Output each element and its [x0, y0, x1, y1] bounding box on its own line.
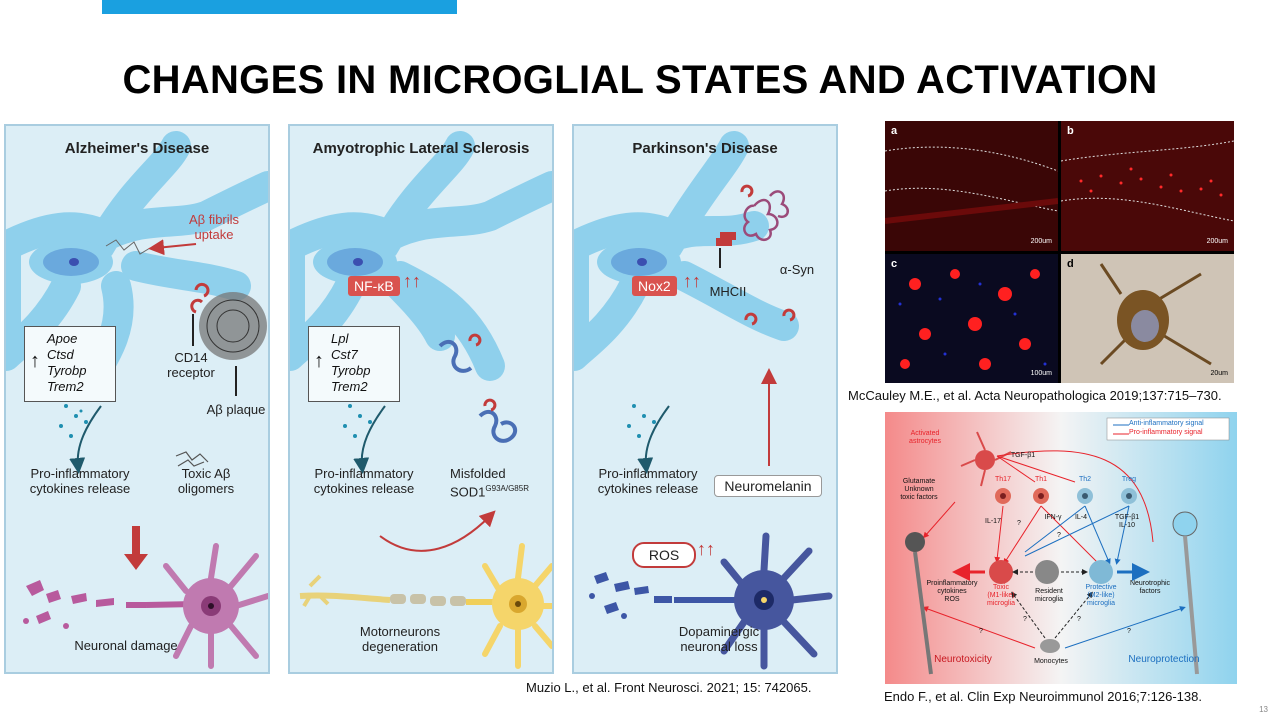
citation-endo: Endo F., et al. Clin Exp Neuroimmunol 20… — [884, 689, 1202, 704]
ros-badge: ROS — [632, 542, 696, 568]
label-cytokines-als: Pro-inflammatory cytokines release — [313, 466, 415, 496]
label-tgf-b1: TGF-β1 — [1010, 452, 1036, 459]
histology-tag: d — [1067, 258, 1074, 270]
legend-pro-inflammatory: Pro-inflammatory signal — [1129, 429, 1203, 436]
label-activated-astrocytes: Activated astrocytes — [909, 430, 941, 445]
label-motorneurons: Motorneurons degeneration — [359, 624, 441, 654]
histology-panel-a: a 200um — [885, 121, 1058, 251]
label-il4: IL-4 — [1074, 514, 1088, 521]
panel-title-parkinsons: Parkinson's Disease — [632, 140, 778, 157]
citation-mccauley: McCauley M.E., et al. Acta Neuropatholog… — [848, 388, 1222, 403]
label-dopaminergic-loss: Dopaminergic neuronal loss — [678, 624, 760, 654]
label-il17: IL-17 — [985, 518, 1001, 525]
label-question: ? — [1127, 628, 1131, 635]
label-tgf-il10: TGF-β1 IL-10 — [1114, 514, 1140, 529]
histology-tag: a — [891, 125, 898, 137]
gene-label: Apoe — [47, 331, 78, 346]
label-toxic-microglia: Toxic (M1-like) microglia — [986, 584, 1015, 607]
histology-panel-b: b 200um — [1061, 121, 1234, 251]
label-sod1: SOD1G93A/G85R — [450, 481, 540, 499]
panel-als: Amyotrophic Lateral Sclerosis NF-κB ↑↑ ↑… — [288, 124, 554, 674]
scale-bar-label: 100um — [1030, 370, 1052, 377]
up-arrows-icon: ↑↑ — [683, 271, 701, 291]
nox2-badge: Nox2 — [632, 276, 677, 296]
histology-panel-d: d 20um — [1061, 254, 1234, 383]
neuromelanin-box: Neuromelanin — [714, 475, 822, 497]
gene-label: Ctsd — [47, 347, 74, 362]
alzheimers-illustration — [6, 131, 268, 669]
histology-panel-c: c 100um — [885, 254, 1058, 383]
gene-label: Tyrobp — [47, 363, 87, 378]
gene-box-als: ↑ Lpl Cst7 Tyrobp Trem2 — [308, 326, 400, 402]
label-th2: Th2 — [1078, 476, 1092, 483]
label-misfolded-sod1: Misfolded SOD1G93A/G85R — [450, 466, 540, 499]
histology-tag: b — [1067, 125, 1074, 137]
label-neurotoxicity: Neurotoxicity — [934, 654, 992, 665]
legend-anti-inflammatory: Anti-inflammatory signal — [1129, 420, 1204, 427]
label-toxic-oligomers: Toxic Aβ oligomers — [177, 466, 235, 496]
scale-bar-label: 200um — [1030, 238, 1052, 245]
label-ab-fibrils: Aβ fibrils uptake — [188, 212, 240, 242]
page-number: 13 — [1259, 705, 1268, 714]
panel-title-als: Amyotrophic Lateral Sclerosis — [312, 140, 530, 157]
up-arrows-icon: ↑↑ — [403, 271, 421, 291]
label-ab-plaque: Aβ plaque — [206, 402, 266, 417]
label-ifn-gamma: IFN-γ — [1044, 514, 1062, 521]
label-cytokines-pd: Pro-inflammatory cytokines release — [597, 466, 699, 496]
label-question: ? — [979, 628, 983, 635]
nfkb-badge: NF-κB — [348, 276, 400, 296]
gene-label: Trem2 — [331, 379, 368, 394]
label-question: ? — [1057, 532, 1061, 539]
up-arrow-icon: ↑ — [30, 350, 40, 372]
label-question: ? — [1077, 616, 1081, 623]
label-neuronal-damage: Neuronal damage — [74, 638, 178, 653]
label-mhcii: MHCII — [709, 284, 747, 299]
microglia-pathway-diagram: Anti-inflammatory signal Pro-inflammator… — [885, 412, 1237, 684]
up-arrow-icon: ↑ — [314, 350, 324, 372]
label-question: ? — [1017, 520, 1021, 527]
label-monocytes: Monocytes — [1034, 658, 1068, 665]
label-cytokines-ad: Pro-inflammatory cytokines release — [29, 466, 131, 496]
label-glutamate: Glutamate Unknown toxic factors — [900, 478, 938, 501]
gene-label: Lpl — [331, 331, 349, 346]
histology-figure: a 200um b 200um — [885, 121, 1234, 383]
slide-title: CHANGES IN MICROGLIAL STATES AND ACTIVAT… — [122, 58, 1158, 102]
label-question: ? — [1023, 616, 1027, 623]
sod1-superscript: G93A/G85R — [485, 484, 529, 493]
gene-label: Cst7 — [331, 347, 358, 362]
sod1-text: SOD1 — [450, 484, 486, 500]
gene-label: Tyrobp — [331, 363, 371, 378]
panel-title-alzheimers: Alzheimer's Disease — [64, 140, 210, 157]
scale-bar-label: 200um — [1206, 238, 1228, 245]
label-misfolded: Misfolded — [450, 466, 506, 481]
scale-bar-label: 20um — [1210, 370, 1228, 377]
label-th1: Th1 — [1034, 476, 1048, 483]
histology-d-image — [1061, 254, 1234, 383]
panel-parkinsons: Parkinson's Disease Nox2 ↑↑ MHCII α-Syn … — [572, 124, 838, 674]
label-resident-microglia: Resident microglia — [1034, 588, 1063, 603]
parkinsons-illustration — [574, 131, 833, 670]
pathway-background — [885, 412, 1237, 684]
label-asyn: α-Syn — [779, 262, 815, 277]
gene-box-ad: ↑ Apoe Ctsd Tyrobp Trem2 — [24, 326, 116, 402]
disease-figure: Alzheimer's Disease Aβ fibrils uptake ↑ … — [0, 118, 860, 678]
label-proinflammatory-cytokines: Proinflammatory cytokines ROS — [926, 580, 978, 603]
up-arrows-icon: ↑↑ — [697, 539, 715, 559]
histology-tag: c — [891, 258, 898, 270]
label-th17: Th17 — [995, 476, 1011, 483]
histology-c-image — [885, 254, 1058, 383]
panel-alzheimers: Alzheimer's Disease Aβ fibrils uptake ↑ … — [4, 124, 270, 674]
label-treg: Treg — [1121, 476, 1137, 483]
label-cd14-receptor: CD14 receptor — [167, 350, 215, 380]
citation-muzio: Muzio L., et al. Front Neurosci. 2021; 1… — [526, 680, 812, 695]
label-neuroprotection: Neuroprotection — [1128, 654, 1200, 665]
label-neurotrophic-factors: Neurotrophic factors — [1129, 580, 1171, 595]
histology-a-image — [885, 121, 1058, 251]
accent-bar — [102, 0, 457, 14]
als-illustration — [290, 131, 552, 669]
gene-label: Trem2 — [47, 379, 84, 394]
label-protective-microglia: Protective (M2-like) microglia — [1085, 584, 1117, 607]
histology-b-image — [1061, 121, 1234, 251]
